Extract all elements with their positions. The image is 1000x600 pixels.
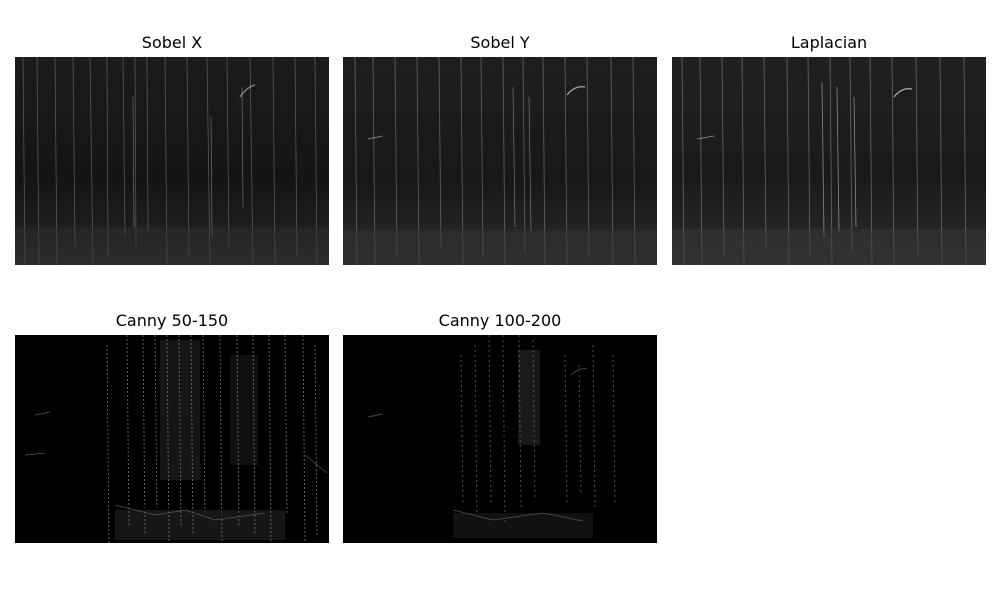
- panel-sobel-y: Sobel Y: [343, 32, 657, 265]
- sobel-y-image: [343, 57, 657, 265]
- canny-100-200-edge-render: [343, 335, 657, 543]
- canny-100-200-image: [343, 335, 657, 543]
- laplacian-forest-render: [672, 57, 986, 265]
- sobel-x-forest-render: [15, 57, 329, 265]
- panel-title: Sobel X: [141, 33, 203, 52]
- laplacian-image: [672, 57, 986, 265]
- panel-canny-50-150: Canny 50-150: [15, 310, 329, 543]
- panel-canny-100-200: Canny 100-200: [343, 310, 657, 543]
- canny-50-150-edge-render: [15, 335, 329, 543]
- canny-50-150-image: [15, 335, 329, 543]
- panel-laplacian: Laplacian: [672, 32, 986, 265]
- sobel-x-image: [15, 57, 329, 265]
- panel-sobel-x: Sobel X: [15, 32, 329, 265]
- sobel-y-forest-render: [343, 57, 657, 265]
- panel-title: Canny 100-200: [438, 311, 562, 330]
- panel-title: Canny 50-150: [115, 311, 229, 330]
- panel-title: Sobel Y: [470, 33, 530, 52]
- panel-title: Laplacian: [790, 33, 868, 52]
